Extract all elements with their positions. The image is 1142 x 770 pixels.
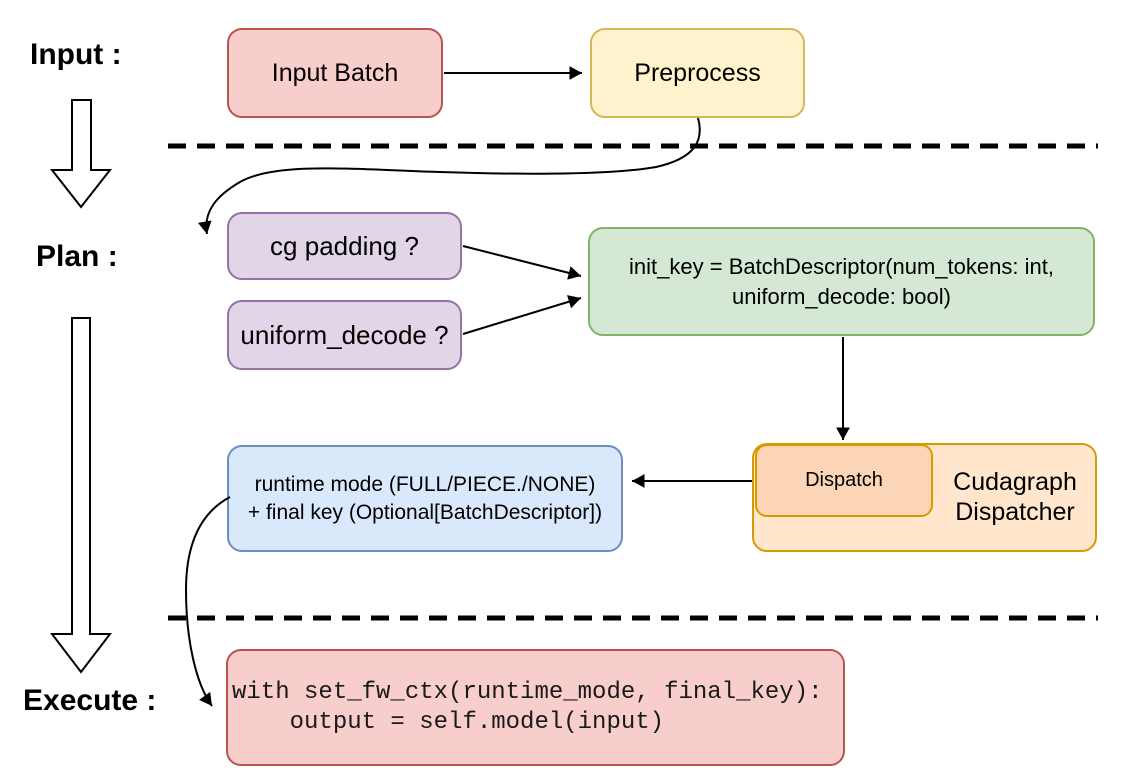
node-dispatch-label: Dispatch <box>805 469 883 492</box>
node-cg-padding: cg padding ? <box>227 212 462 280</box>
node-uniform-decode: uniform_decode ? <box>227 300 462 370</box>
arrow-uniform-decode-to-init-key <box>462 295 582 335</box>
node-init-key: init_key = BatchDescriptor(num_tokens: i… <box>588 227 1095 336</box>
arrow-cg-padding-to-init-key <box>462 245 582 280</box>
stage-arrow-plan-to-execute-icon <box>49 317 113 674</box>
node-init-key-line1: init_key = BatchDescriptor(num_tokens: i… <box>629 254 1054 280</box>
node-init-key-line2: uniform_decode: bool) <box>732 283 951 309</box>
node-preprocess: Preprocess <box>590 28 805 118</box>
node-input-batch: Input Batch <box>227 28 443 118</box>
node-execute-code: with set_fw_ctx(runtime_mode, final_key)… <box>226 649 845 766</box>
node-dispatch: Dispatch <box>755 444 933 517</box>
cudagraph-label-line2: Dispatcher <box>955 497 1075 526</box>
node-cudagraph-dispatcher-label: Cudagraph Dispatcher <box>933 443 1097 552</box>
stage-arrow-input-to-plan-icon <box>49 99 113 209</box>
arrow-runtime-mode-to-execute-code <box>184 496 231 707</box>
node-runtime-mode-line1: runtime mode (FULL/PIECE./NONE) <box>254 472 596 496</box>
stage-label-execute: Execute : <box>23 684 157 717</box>
execute-code-line2: output = self.model(input) <box>232 708 665 736</box>
cudagraph-label-line1: Cudagraph <box>953 468 1077 496</box>
node-runtime-mode-line2: + final key (Optional[BatchDescriptor]) <box>247 500 603 524</box>
node-preprocess-label: Preprocess <box>634 58 761 87</box>
execute-code-line1: with set_fw_ctx(runtime_mode, final_key)… <box>232 678 823 706</box>
stage-label-input: Input : <box>30 38 122 71</box>
stage-label-plan: Plan : <box>36 240 118 273</box>
node-runtime-mode: runtime mode (FULL/PIECE./NONE) + final … <box>227 445 623 552</box>
node-cg-padding-label: cg padding ? <box>270 230 419 261</box>
node-input-batch-label: Input Batch <box>271 58 399 87</box>
node-uniform-decode-label: uniform_decode ? <box>240 319 449 350</box>
